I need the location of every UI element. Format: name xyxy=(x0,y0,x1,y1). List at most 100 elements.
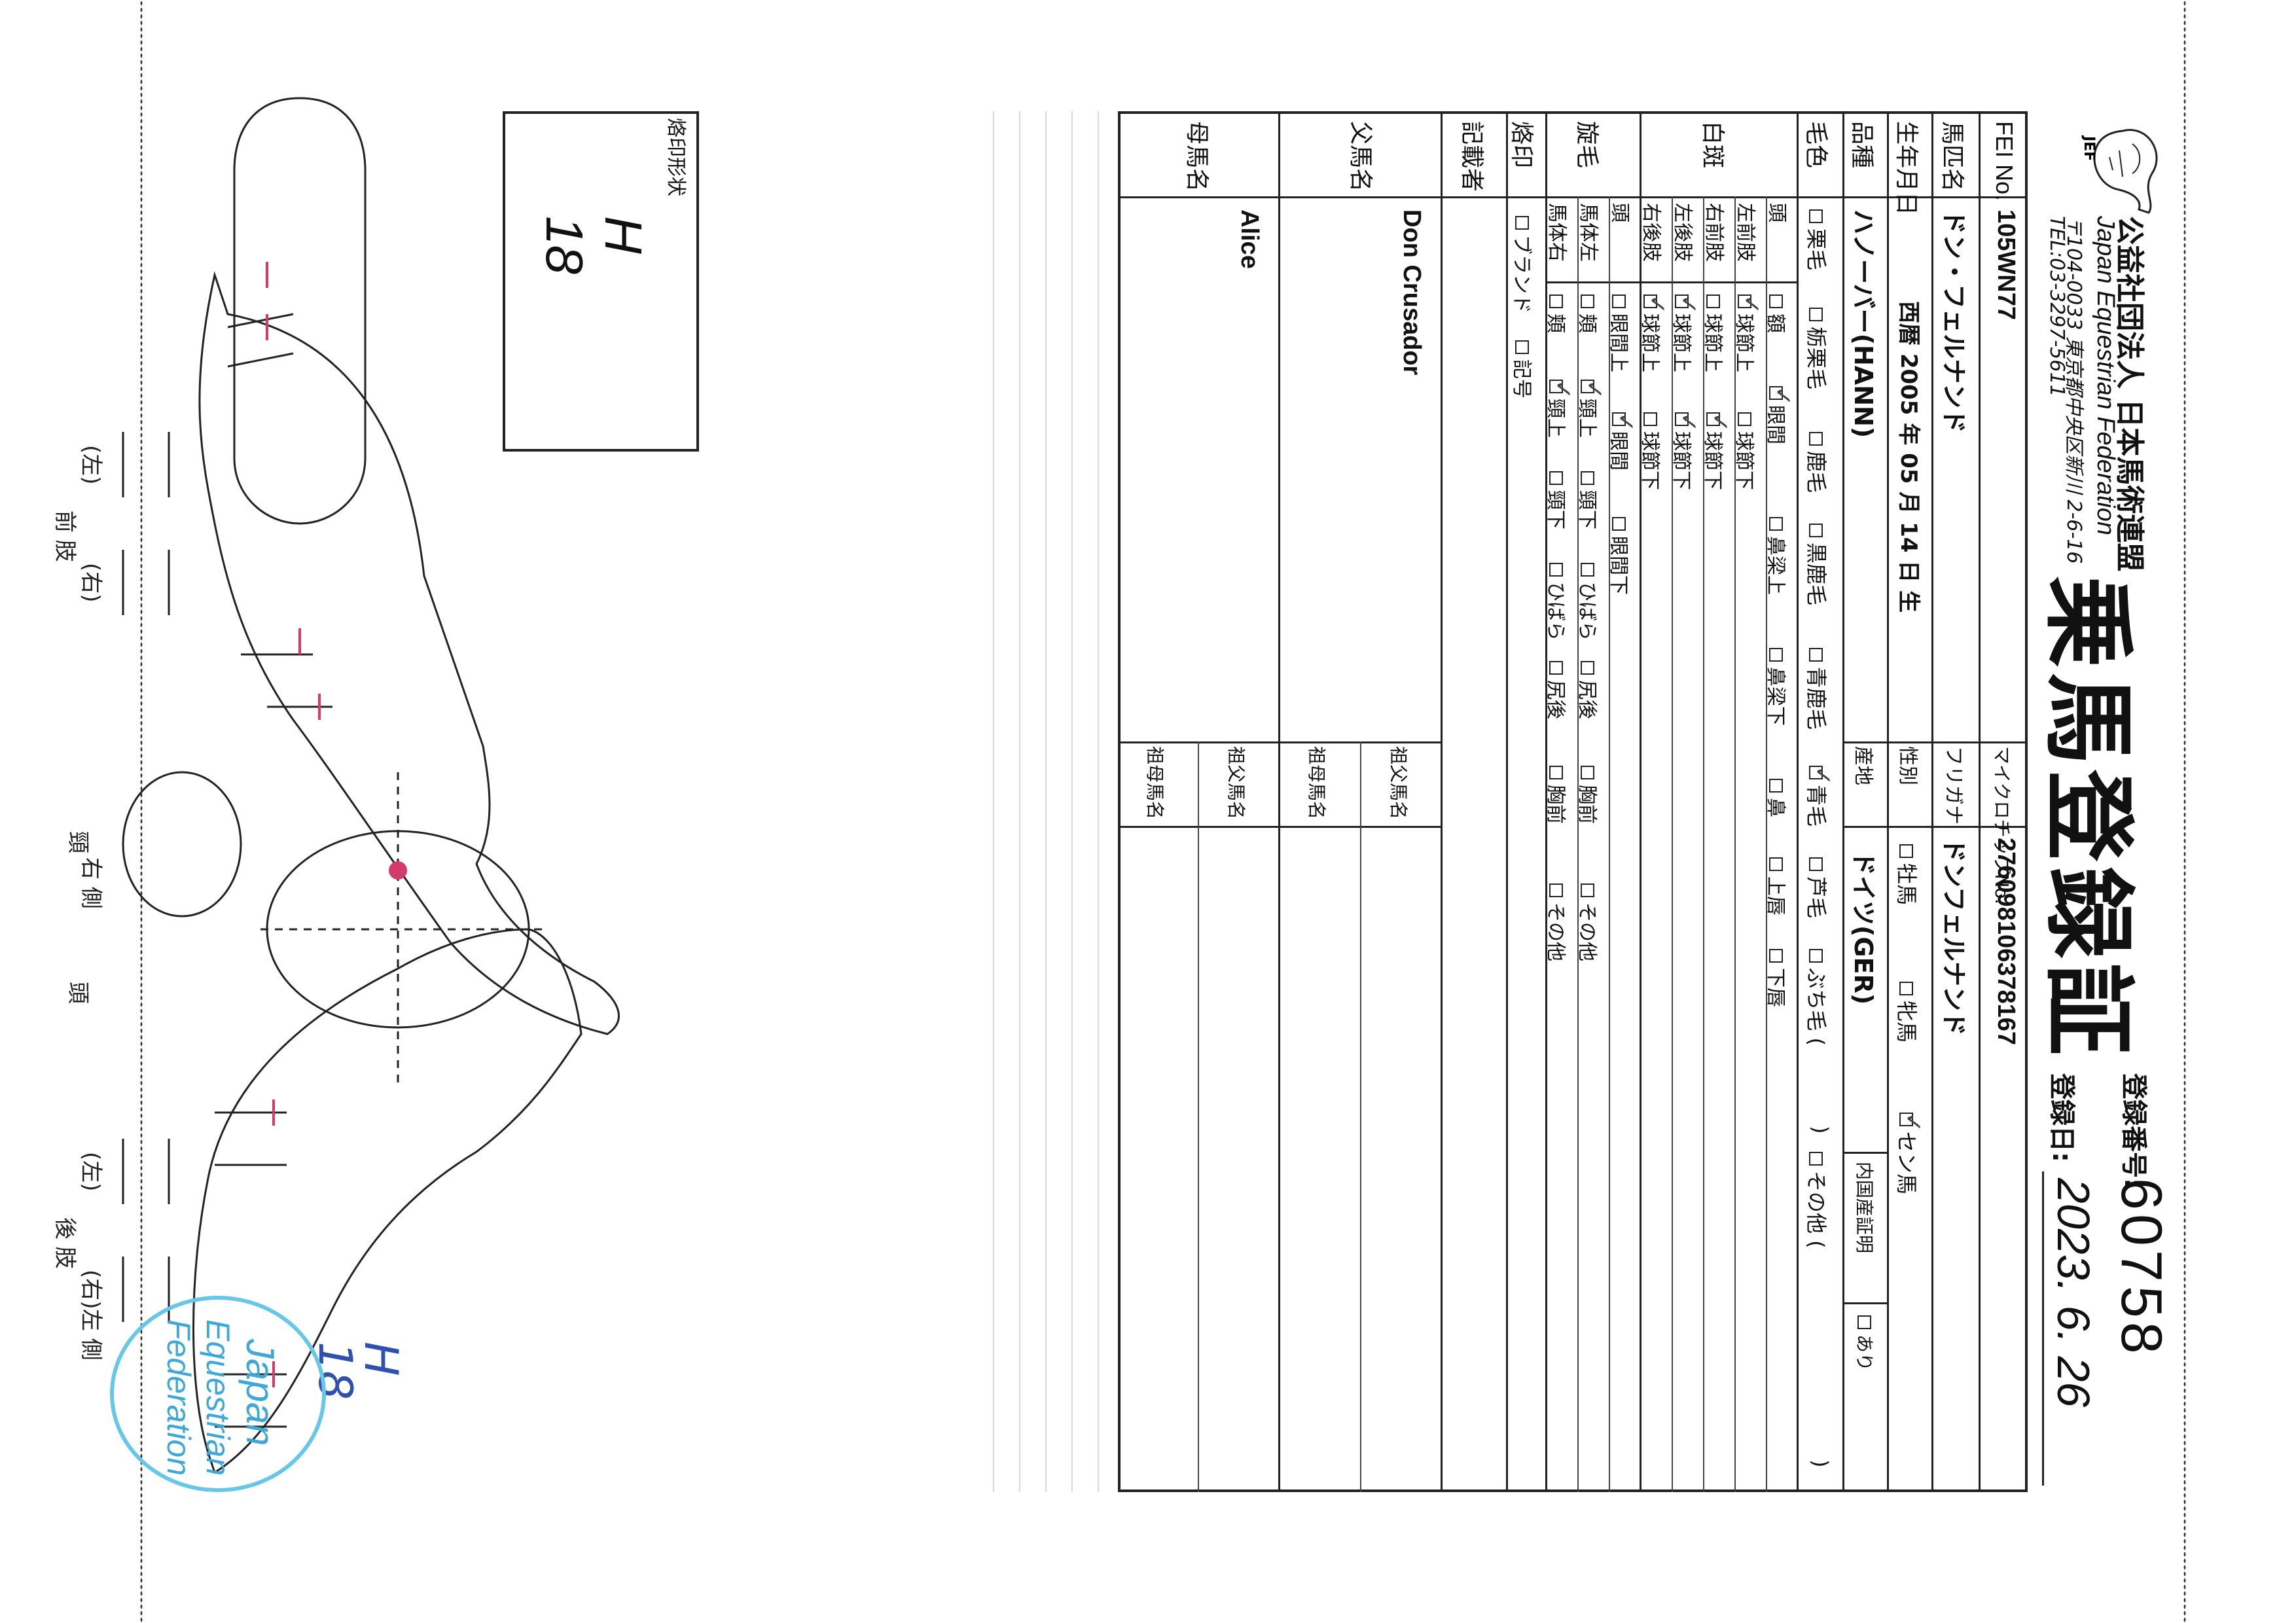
perforation-top xyxy=(2183,0,2186,1623)
white-lh-label: 左後肢 xyxy=(1671,203,1694,262)
white-head-upper-nose[interactable]: 鼻梁上 xyxy=(1763,517,1792,595)
white-lf-above[interactable]: 球節上 xyxy=(1732,294,1761,372)
white-head-label: 頭 xyxy=(1765,203,1788,223)
color-black[interactable]: 青毛 xyxy=(1803,766,1833,827)
brand-option-symbol[interactable]: 記号 xyxy=(1509,340,1538,399)
color-brown[interactable]: 青鹿毛 xyxy=(1803,648,1833,730)
whorl-right-lower-neck[interactable]: 頸下 xyxy=(1543,471,1572,529)
dam-value: Alice xyxy=(1236,209,1263,269)
white-rh-below[interactable]: 球節下 xyxy=(1638,412,1666,490)
label-hind-limbs: 後 肢 xyxy=(52,1217,78,1269)
white-rf-label: 右前肢 xyxy=(1702,203,1725,262)
whorl-left-lower-neck[interactable]: 頸下 xyxy=(1575,471,1604,529)
color-pinto-close: ) xyxy=(1808,1126,1833,1134)
document-title: 乗馬登録証 xyxy=(2034,576,2141,1061)
brand-option-brand[interactable]: ブランド xyxy=(1509,216,1538,313)
whorl-head-label: 頭 xyxy=(1608,203,1631,223)
jef-logo: JEF xyxy=(2081,118,2168,214)
label-fore-limbs: 前 肢 xyxy=(52,510,78,562)
label-hind-left: (左) xyxy=(78,1152,104,1192)
white-head-between-eyes[interactable]: 眼間 xyxy=(1763,386,1792,444)
whorl-right-chest[interactable]: 胸前 xyxy=(1543,766,1572,824)
whorl-right-label: 馬体右 xyxy=(1545,203,1568,262)
color-pinto[interactable]: ぶち毛 ( xyxy=(1803,949,1833,1046)
white-rh-above[interactable]: 球節上 xyxy=(1638,294,1666,372)
microchip-value: 276098106378167 xyxy=(1992,838,2020,1046)
white-lh-above[interactable]: 球節上 xyxy=(1669,294,1698,372)
reg-no-value: 60758 xyxy=(2109,1178,2174,1358)
whorl-left-cheek[interactable]: 頬 xyxy=(1575,294,1604,333)
horse-top-view xyxy=(233,97,367,525)
white-head-upper-lip[interactable]: 上唇 xyxy=(1763,857,1792,916)
horse-neck xyxy=(122,771,242,918)
sex-option-gelding[interactable]: セン馬 xyxy=(1893,1113,1923,1194)
color-dark-bay[interactable]: 黒鹿毛 xyxy=(1803,524,1833,605)
whorl-right-upper-neck[interactable]: 頸上 xyxy=(1543,380,1572,438)
horse-right-legs xyxy=(227,313,332,708)
fei-value: 105WN77 xyxy=(1992,209,2020,320)
color-grey[interactable]: 芦毛 xyxy=(1803,857,1833,918)
dam-label: 母馬名 xyxy=(1183,121,1210,192)
white-lf-below[interactable]: 球節下 xyxy=(1732,412,1761,490)
horse-diagram: 右 側 左 側 頭 頸 前 肢 後 肢 (左) (右) (左) (右) H 18 xyxy=(52,97,620,1474)
pedigree-divider xyxy=(1118,741,1443,743)
whorl-left-label: 馬体左 xyxy=(1577,203,1600,262)
name-label: 馬匹名 xyxy=(1939,121,1965,192)
reg-date-label: 登録日: xyxy=(2047,1073,2077,1162)
label-head: 頭 xyxy=(65,982,91,1004)
label-right-side: 右 側 xyxy=(78,857,104,909)
furigana-label: フリガナ xyxy=(1942,746,1965,825)
dam-grandsire-label: 祖父馬名 xyxy=(1225,746,1247,820)
white-label: 白斑 xyxy=(1699,121,1726,169)
color-chestnut[interactable]: 栗毛 xyxy=(1803,209,1833,270)
name-value: ドン・フェルナンド xyxy=(1939,209,1968,434)
white-rf-above[interactable]: 球節上 xyxy=(1700,294,1729,372)
brand-label: 烙印 xyxy=(1508,121,1535,169)
label-left-side: 左 側 xyxy=(78,1309,104,1361)
white-rf-below[interactable]: 球節下 xyxy=(1700,412,1729,490)
fei-label: FEI No. xyxy=(1991,121,2018,202)
white-head-forehead[interactable]: 額 xyxy=(1763,294,1792,333)
domestic-option[interactable]: あり xyxy=(1852,1315,1878,1371)
whorl-left-other[interactable]: その他 xyxy=(1575,883,1604,961)
whorl-right-rump[interactable]: 尻後 xyxy=(1543,661,1572,719)
pedigree-divider-2 xyxy=(1118,826,1443,828)
origin-label: 産地 xyxy=(1852,746,1874,785)
reg-date-value: 2023. 6. 26 xyxy=(2048,1178,2099,1408)
whorl-head-above[interactable]: 眼間上 xyxy=(1606,294,1635,372)
stamp-line-3: Federation xyxy=(160,1319,197,1476)
fore-limb-right xyxy=(122,550,170,615)
white-lh-below[interactable]: 球節下 xyxy=(1669,412,1698,490)
horse-left-legs xyxy=(215,1111,287,1428)
whorl-left-flank[interactable]: ひばら xyxy=(1575,563,1604,641)
whorl-head-below[interactable]: 眼間下 xyxy=(1606,517,1635,595)
color-bay[interactable]: 鹿毛 xyxy=(1803,432,1833,493)
fore-limb-left xyxy=(122,432,170,497)
whorl-left-chest[interactable]: 胸前 xyxy=(1575,766,1604,824)
hind-limb-left xyxy=(122,1139,170,1204)
whorl-right-flank[interactable]: ひばら xyxy=(1543,563,1572,641)
federation-stamp: Japan Equestrian Federation xyxy=(110,1296,326,1492)
color-other[interactable]: その他 ( xyxy=(1803,1152,1833,1249)
whorl-right-cheek[interactable]: 頬 xyxy=(1543,294,1572,333)
sex-option-mare[interactable]: 牝馬 xyxy=(1893,982,1923,1043)
white-head-lower-lip[interactable]: 下唇 xyxy=(1763,949,1792,1007)
whorl-left-rump[interactable]: 尻後 xyxy=(1575,661,1604,719)
white-head-lower-nose[interactable]: 鼻梁下 xyxy=(1763,648,1792,726)
logo-text: JEF xyxy=(2081,135,2097,161)
domestic-divider xyxy=(1844,1152,1889,1154)
reg-no-label: 登録番号: xyxy=(2119,1073,2149,1188)
whorl-right-other[interactable]: その他 xyxy=(1543,883,1572,961)
white-part-divider xyxy=(1641,281,1799,283)
background-rules xyxy=(993,111,1099,1492)
birth-value: 西暦 2005 年 05 月 14 日 生 xyxy=(1895,301,1922,613)
whorl-head-between[interactable]: 眼間 xyxy=(1606,412,1635,471)
sire-value: Don Crusador xyxy=(1398,209,1426,376)
left-side-brand-mark-2: 18 xyxy=(308,1342,362,1400)
dam-granddam-label: 祖母馬名 xyxy=(1144,746,1166,820)
whorl-left-upper-neck[interactable]: 頸上 xyxy=(1575,380,1604,438)
color-dark-chestnut[interactable]: 栃栗毛 xyxy=(1803,308,1833,389)
sex-option-stallion[interactable]: 牡馬 xyxy=(1893,844,1923,905)
white-head-nose[interactable]: 鼻 xyxy=(1763,779,1792,817)
whorl-label: 旋毛 xyxy=(1573,121,1600,169)
